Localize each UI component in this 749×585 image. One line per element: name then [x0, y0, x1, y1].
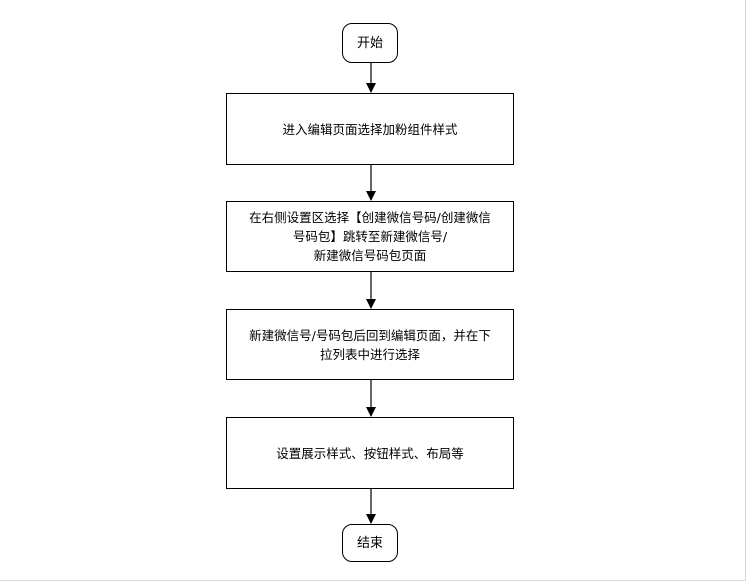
step3-label: 新建微信号/号码包后回到编辑页面，并在下 拉列表中进行选择 — [249, 327, 491, 362]
step2-box: 在右侧设置区选择【创建微信号码/创建微信 号码包】跳转至新建微信号/ 新建微信号… — [226, 201, 514, 272]
step4-label: 设置展示样式、按钮样式、布局等 — [276, 445, 464, 461]
step4-box: 设置展示样式、按钮样式、布局等 — [226, 417, 514, 489]
step1-label: 进入编辑页面选择加粉组件样式 — [282, 121, 458, 137]
start-node: 开始 — [342, 23, 398, 63]
step1-box: 进入编辑页面选择加粉组件样式 — [226, 93, 514, 165]
step2-label: 在右侧设置区选择【创建微信号码/创建微信 号码包】跳转至新建微信号/ 新建微信号… — [249, 210, 491, 263]
start-label: 开始 — [356, 35, 383, 51]
step3-box: 新建微信号/号码包后回到编辑页面，并在下 拉列表中进行选择 — [226, 309, 514, 380]
end-label: 结束 — [356, 535, 383, 551]
end-node: 结束 — [342, 524, 398, 562]
